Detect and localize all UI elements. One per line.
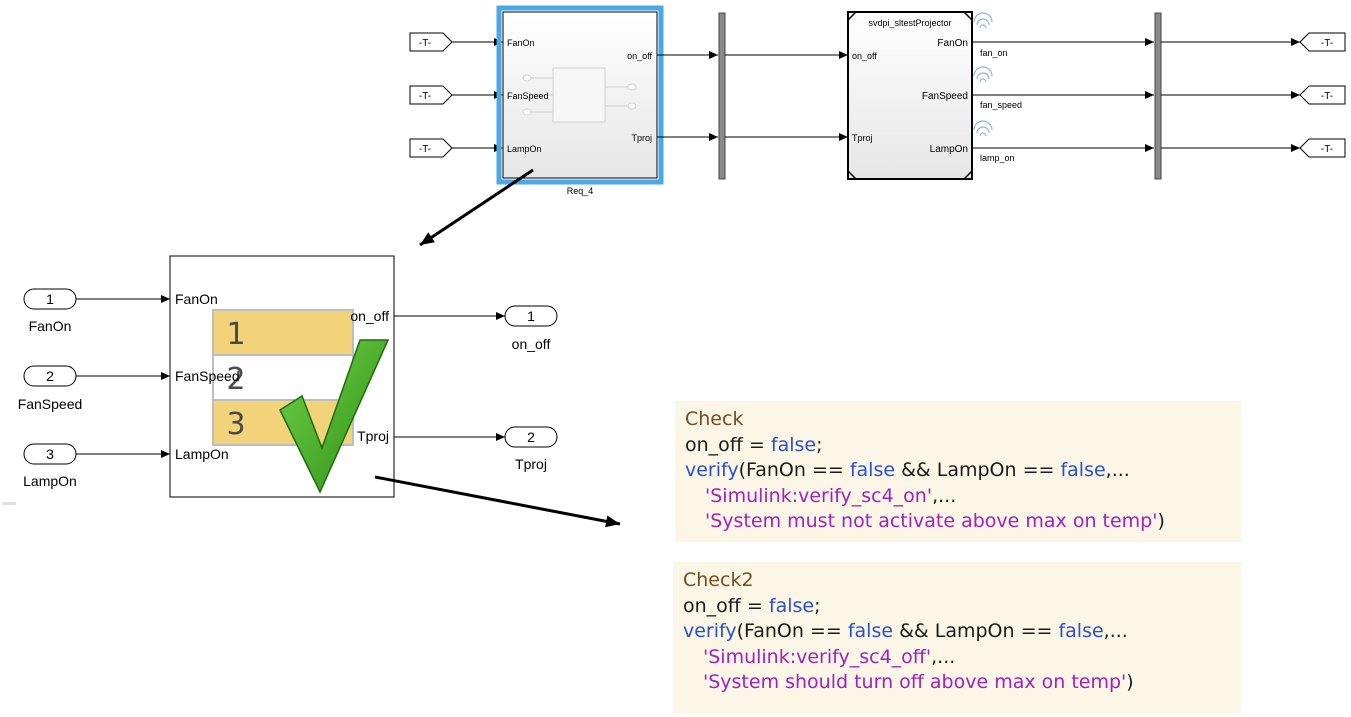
- code-line: verify(FanOn == false && LampOn == false…: [683, 620, 1128, 642]
- outport-tproj[interactable]: 2: [504, 426, 558, 448]
- goto-tag-label: -T-: [1321, 91, 1333, 102]
- code-line: verify(FanOn == false && LampOn == false…: [685, 459, 1130, 481]
- row-number: 1: [226, 317, 245, 352]
- inport-number: 1: [46, 291, 54, 307]
- goto-tag-right[interactable]: -T-: [1299, 138, 1346, 158]
- goto-tag-right[interactable]: -T-: [1299, 32, 1346, 52]
- bus-bar[interactable]: [1154, 12, 1162, 180]
- code-line: on_off = false;: [683, 594, 821, 617]
- sut-port-in: on_off: [852, 51, 877, 61]
- outport-number: 1: [527, 308, 535, 324]
- inport-fanspeed[interactable]: 2: [23, 365, 77, 387]
- sut-port-out: FanOn: [937, 38, 968, 49]
- pointer-arrow: [374, 475, 621, 528]
- inport-number: 3: [46, 446, 54, 462]
- outport-on-off[interactable]: 1: [504, 305, 558, 327]
- check2-code-box: Check2 on_off = false; verify(FanOn == f…: [673, 562, 1241, 714]
- check-mark-icon: [279, 339, 390, 494]
- goto-tag-label: -T-: [419, 144, 431, 155]
- goto-tag-fanspeed[interactable]: -T-: [409, 85, 453, 105]
- goto-tag-right[interactable]: -T-: [1299, 85, 1346, 105]
- code-line: on_off = false;: [685, 433, 823, 456]
- block-port-in: FanOn: [175, 291, 218, 307]
- outport-label: Tproj: [515, 456, 547, 472]
- req-port-out: Tproj: [631, 133, 652, 143]
- inport-label: FanOn: [29, 318, 72, 334]
- code-line: 'System should turn off above max on tem…: [703, 671, 1134, 693]
- inport-lampon[interactable]: 3: [23, 443, 77, 465]
- scroll-handle: [2, 502, 16, 505]
- sut-block[interactable]: svdpi_sltestProjector on_off Tproj FanOn…: [847, 11, 973, 180]
- block-port-in: LampOn: [175, 446, 229, 462]
- signal-name: fan_on: [980, 48, 1008, 58]
- code-line: 'Simulink:verify_sc4_on',...: [705, 484, 957, 507]
- inport-label: FanSpeed: [18, 396, 83, 412]
- code-line: 'Simulink:verify_sc4_off',...: [703, 645, 956, 668]
- sut-port-out: LampOn: [930, 144, 968, 155]
- wifi-icon: [973, 66, 993, 83]
- bus-bar[interactable]: [718, 12, 726, 180]
- row-number: 2: [226, 362, 245, 397]
- req-port-in: FanSpeed: [507, 91, 549, 101]
- sut-block-name: svdpi_sltestProjector: [868, 18, 951, 28]
- wifi-icon: [973, 120, 993, 137]
- inport-label: LampOn: [23, 473, 77, 489]
- goto-tag-label: -T-: [1321, 144, 1333, 155]
- block-port-out: on_off: [350, 308, 389, 324]
- req-block[interactable]: FanOn FanSpeed LampOn on_off Tproj: [496, 5, 664, 185]
- block-port-in: FanSpeed: [175, 368, 240, 384]
- goto-tag-label: -T-: [1321, 38, 1333, 49]
- requirements-table-block[interactable]: 1 2 3 FanOn FanSpeed LampOn on_off Tproj: [169, 255, 395, 498]
- sut-port-in: Tproj: [852, 133, 873, 143]
- check-title: Check: [685, 408, 744, 430]
- row-number: 3: [226, 407, 245, 442]
- outport-number: 2: [527, 429, 535, 445]
- zoom-arrow: [419, 168, 534, 247]
- block-port-out: Tproj: [357, 428, 389, 444]
- sut-port-out: FanSpeed: [922, 91, 968, 102]
- goto-tag-lampon[interactable]: -T-: [409, 138, 453, 158]
- goto-tag-fanon[interactable]: -T-: [409, 32, 453, 52]
- req-port-in: LampOn: [507, 144, 542, 154]
- inport-fanon[interactable]: 1: [23, 288, 77, 310]
- requirements-table-icon: [522, 67, 637, 123]
- inport-number: 2: [46, 368, 54, 384]
- req-port-in: FanOn: [507, 38, 535, 48]
- goto-tag-label: -T-: [419, 38, 431, 49]
- check-code-box: Check on_off = false; verify(FanOn == fa…: [675, 401, 1241, 542]
- code-line: 'System must not activate above max on t…: [705, 510, 1165, 532]
- check-title: Check2: [683, 569, 754, 591]
- signal-name: lamp_on: [980, 153, 1015, 163]
- outport-label: on_off: [512, 336, 551, 352]
- signal-name: fan_speed: [980, 100, 1022, 110]
- goto-tag-label: -T-: [419, 91, 431, 102]
- req-port-out: on_off: [627, 51, 652, 61]
- wifi-icon: [973, 12, 993, 29]
- req-block-name[interactable]: Req_4: [567, 186, 594, 196]
- table-row: [212, 354, 354, 401]
